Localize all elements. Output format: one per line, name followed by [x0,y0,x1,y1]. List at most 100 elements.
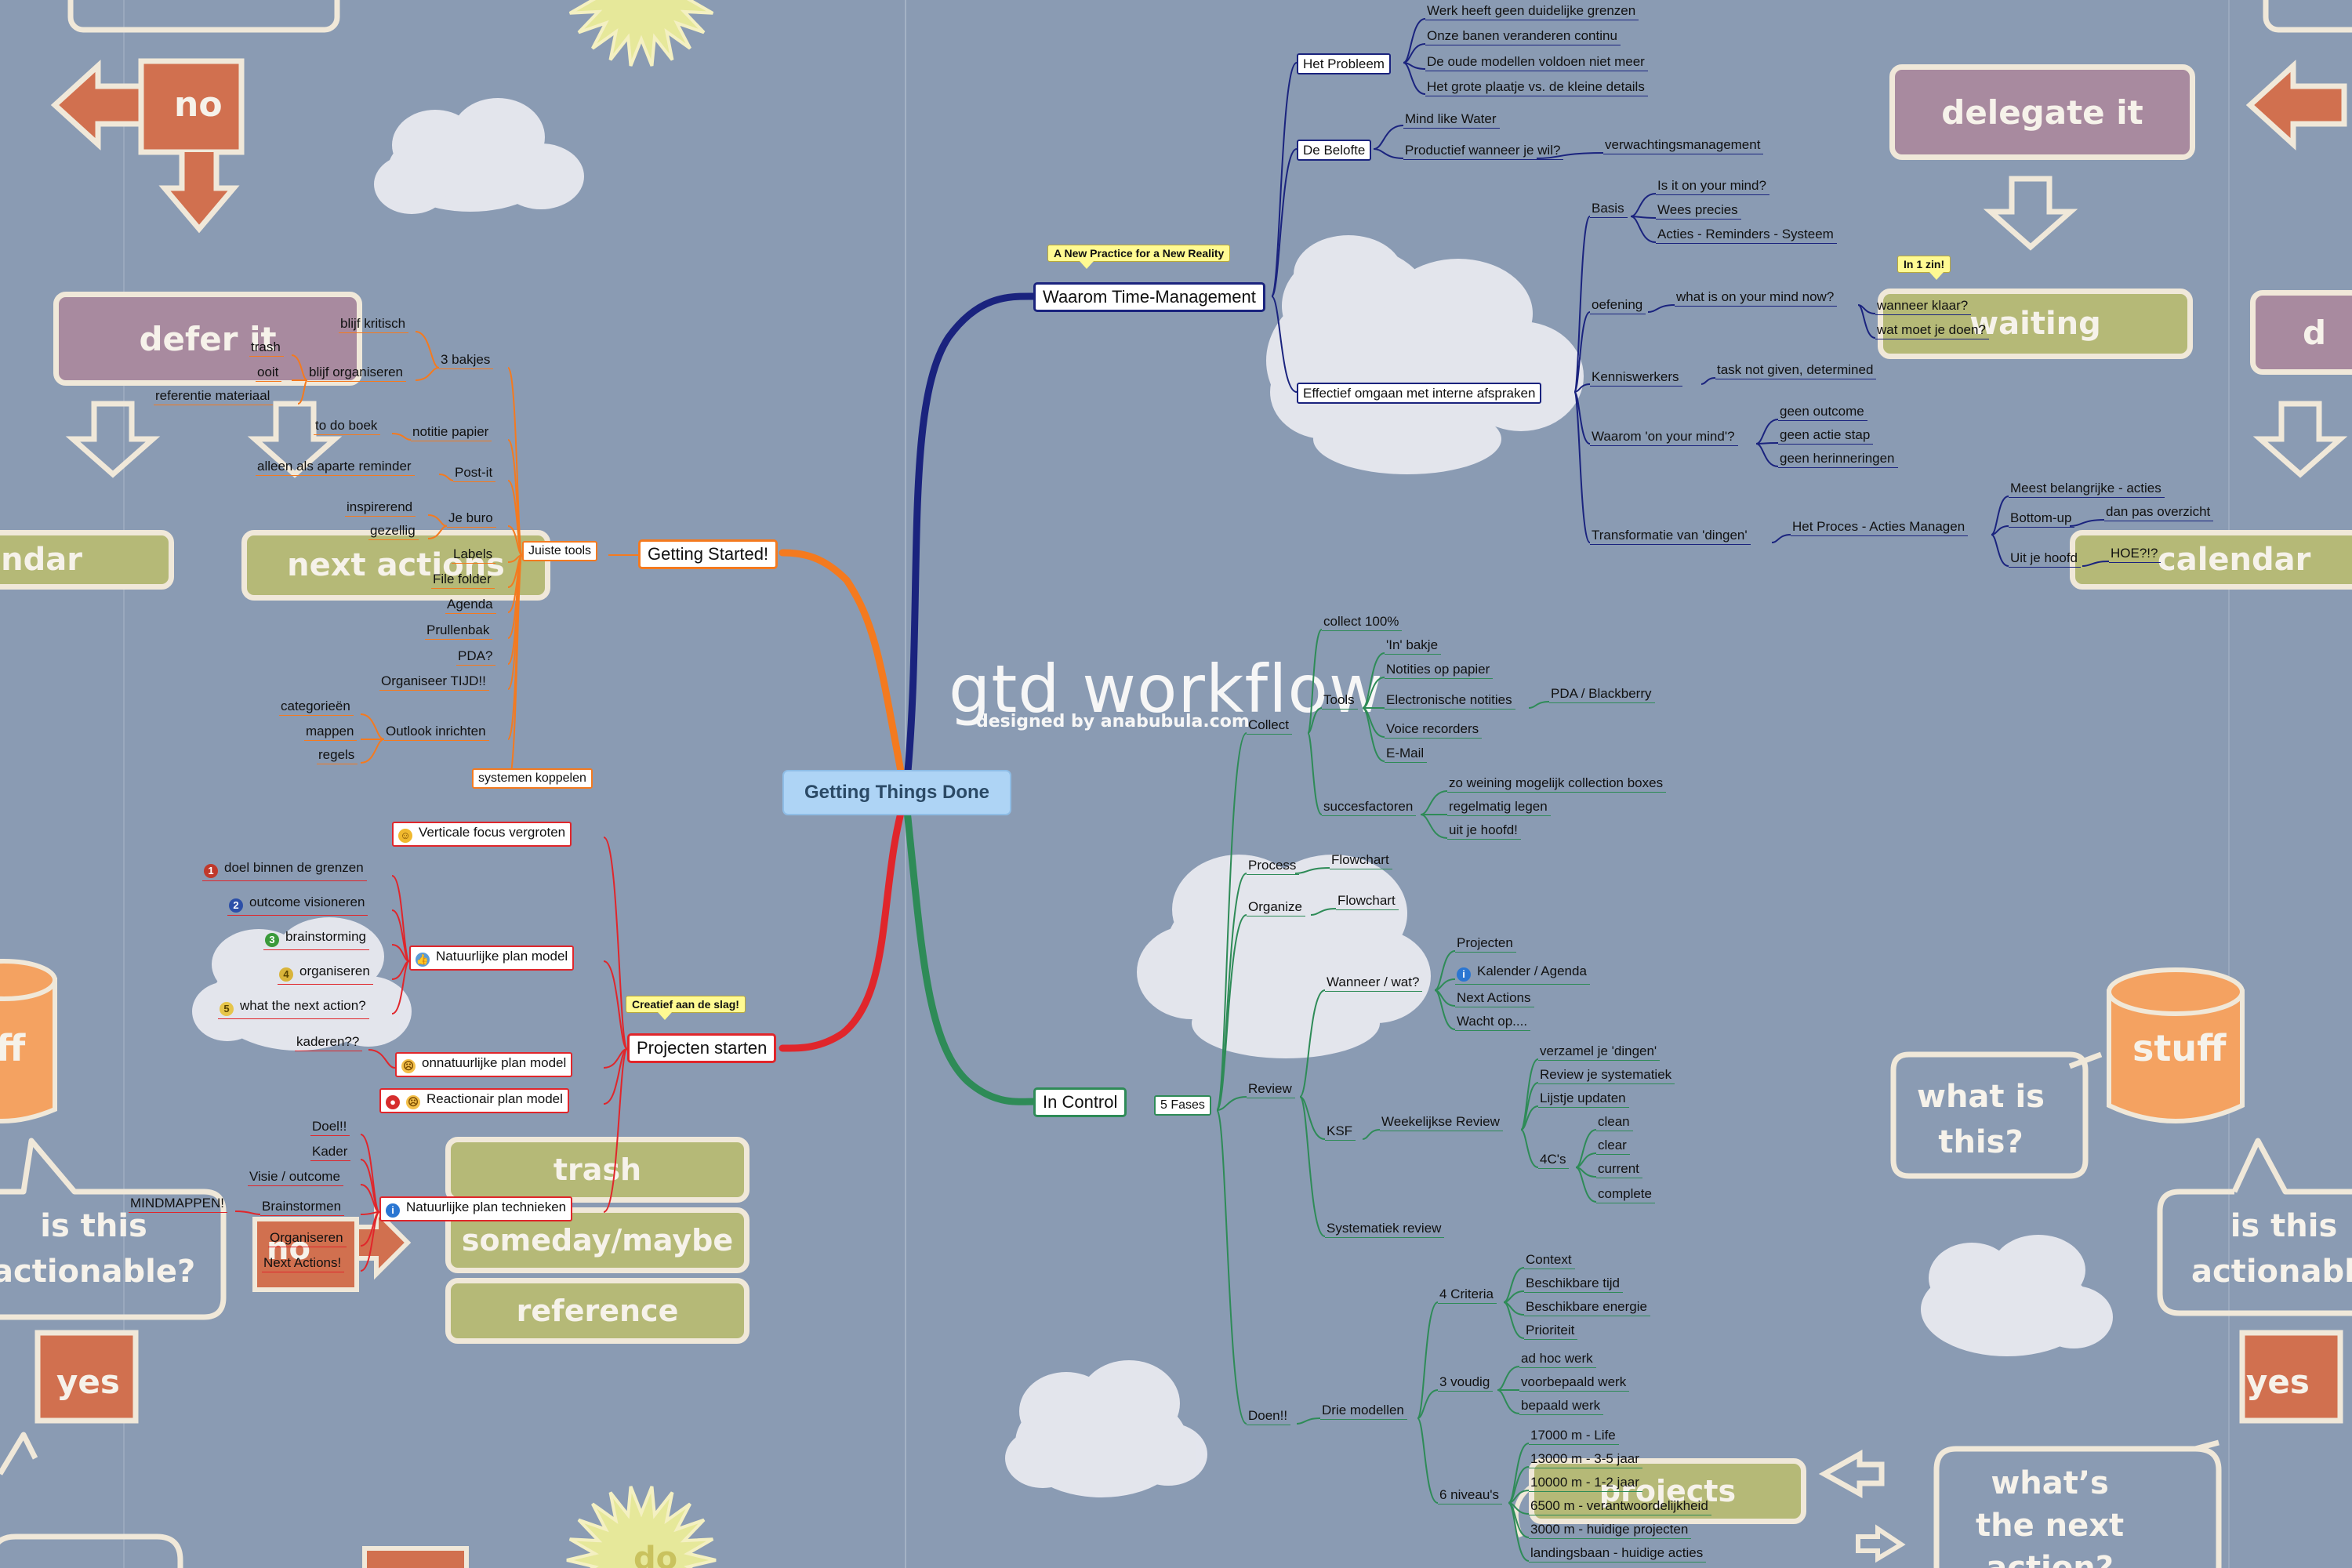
nat-item-label: outcome visioneren [249,895,365,909]
connector-line [1299,989,1326,1098]
natuurlijk-node[interactable]: 👍Natuurlijke plan model [409,946,575,971]
niveau-item: landingsbaan - huidige acties [1529,1546,1707,1563]
nat-item-label: brainstorming [285,929,366,944]
wanneer-item: Next Actions [1455,991,1534,1007]
connector-line [1373,125,1404,150]
projecten-node[interactable]: Projecten starten [627,1033,777,1063]
connector-line [1417,1301,1439,1419]
weekelijks-label: Weekelijkse Review [1380,1115,1503,1131]
connector-line [1434,989,1456,1030]
thumbs-up-icon: 👍 [416,953,430,967]
reference-label: reference [516,1294,679,1328]
tool-item: Organiseer TIJD!! [379,674,489,691]
connector-line [1503,1290,1525,1303]
c4-item: current [1596,1162,1642,1178]
verticale-node[interactable]: ☺ Verticale focus vergroten [392,822,572,847]
effectief-node[interactable]: Effectief omgaan met interne afspraken [1297,383,1542,404]
connector-line [2082,561,2110,567]
criteria-label: 4 Criteria [1438,1287,1497,1304]
inspirerend-label: inspirerend [345,500,416,517]
connector-line [1497,1389,1520,1414]
tool-item: Prullenbak [425,623,493,640]
proces-label: Het Proces - Acties Managen [1791,520,1969,536]
projecten-callout: Creatief aan de slag! [626,996,746,1020]
criteria-item: Prioriteit [1524,1323,1578,1340]
connector-line [1520,1105,1539,1131]
connector-line [291,354,308,381]
weekelijks-item: Lijstje updaten [1538,1091,1629,1108]
number-5-icon: 5 [220,1002,234,1016]
organize-label: Organize [1247,900,1305,916]
succes-item: regelmatig legen [1447,800,1551,816]
outlook-item: mappen [304,724,358,741]
number-1-icon: 1 [204,864,218,878]
fases-node[interactable]: 5 Fases [1154,1095,1211,1116]
number-3-icon: 3 [265,933,279,947]
connector-line [1755,419,1779,445]
tools-item: Notities op papier [1385,662,1494,679]
connector-line [1216,1096,1247,1111]
smiley-icon: ☺ [398,829,412,843]
connector-line [1755,442,1779,445]
connector-line [1362,1129,1381,1140]
title-sub: designed by anabubula.com [976,712,1250,731]
connector-line [391,433,412,441]
someday-maybe-box: someday/maybe [445,1207,750,1273]
belofte-node[interactable]: De Belofte [1297,140,1372,161]
connector-line [1503,1267,1525,1303]
mind-like-water-label: Mind like Water [1403,112,1500,129]
connector-line [1528,701,1550,709]
tools-label: Tools [1322,693,1358,710]
connector-line [1700,377,1716,385]
ksf-label: KSF [1325,1124,1356,1141]
getting-started-node[interactable]: Getting Started! [638,539,779,569]
flowchart-label: Flowchart [1336,894,1399,910]
oefening-callout: In 1 zin! [1897,256,1951,280]
connector-line [1420,790,1448,815]
reactionair-node[interactable]: ●☹Reactionair plan model [379,1088,569,1113]
verwachting-label: verwachtingsmanagement [1603,138,1764,154]
stuff-left-label: ff [0,1027,26,1069]
connector-line [1216,914,1247,1111]
verticale-label: Verticale focus vergroten [419,825,566,840]
weekelijks-item: verzamel je 'dingen' [1538,1044,1661,1061]
hoe-label: HOE?!? [2109,546,2161,563]
waiting-box: waiting [1878,289,2193,359]
connector-line [603,1048,628,1213]
connector-line [438,474,454,481]
connector-line [427,525,448,539]
root-node[interactable]: Getting Things Done [782,770,1011,815]
connector-line [1296,1417,1321,1425]
calendar-left-box: lendar [0,530,174,590]
bottomup-label: Bottom-up [2009,511,2075,528]
connector-line [1434,950,1456,991]
juiste-tools-node[interactable]: Juiste tools [522,541,598,561]
waarom-node[interactable]: Waarom Time-Management [1033,282,1265,312]
c4-item: clean [1596,1115,1633,1131]
someday-maybe-label: someday/maybe [461,1223,734,1258]
systemen-node[interactable]: systemen koppelen [472,768,593,789]
connector-line [1575,1129,1597,1168]
connector-line [1216,732,1247,1111]
bakjes-item: ooit [256,365,282,382]
waarom-mind-label: Waarom 'on your mind'? [1590,430,1738,446]
c4-label: 4C's [1538,1152,1570,1169]
connector-line [360,1184,380,1213]
connector-line [1417,1417,1439,1504]
vouding-item: bepaald werk [1519,1399,1604,1415]
bakjes-item: trash [249,340,284,357]
basis-item: Is it on your mind? [1656,179,1769,195]
connector-line [297,379,308,405]
onnatuurlijk-node[interactable]: ☹onnatuurlijke plan model [395,1052,573,1077]
probleem-node[interactable]: Het Probleem [1297,53,1391,74]
bakjes-item: blijf kritisch [339,317,409,333]
todo-label: to do boek [314,419,381,435]
info-icon: i [386,1203,400,1218]
collect100-label: collect 100% [1322,615,1403,631]
probleem-item: Het grote plaatje vs. de kleine details [1425,80,1648,96]
incontrol-node[interactable]: In Control [1033,1087,1127,1117]
connector-line [1362,707,1385,762]
connector-line [1497,1366,1520,1391]
